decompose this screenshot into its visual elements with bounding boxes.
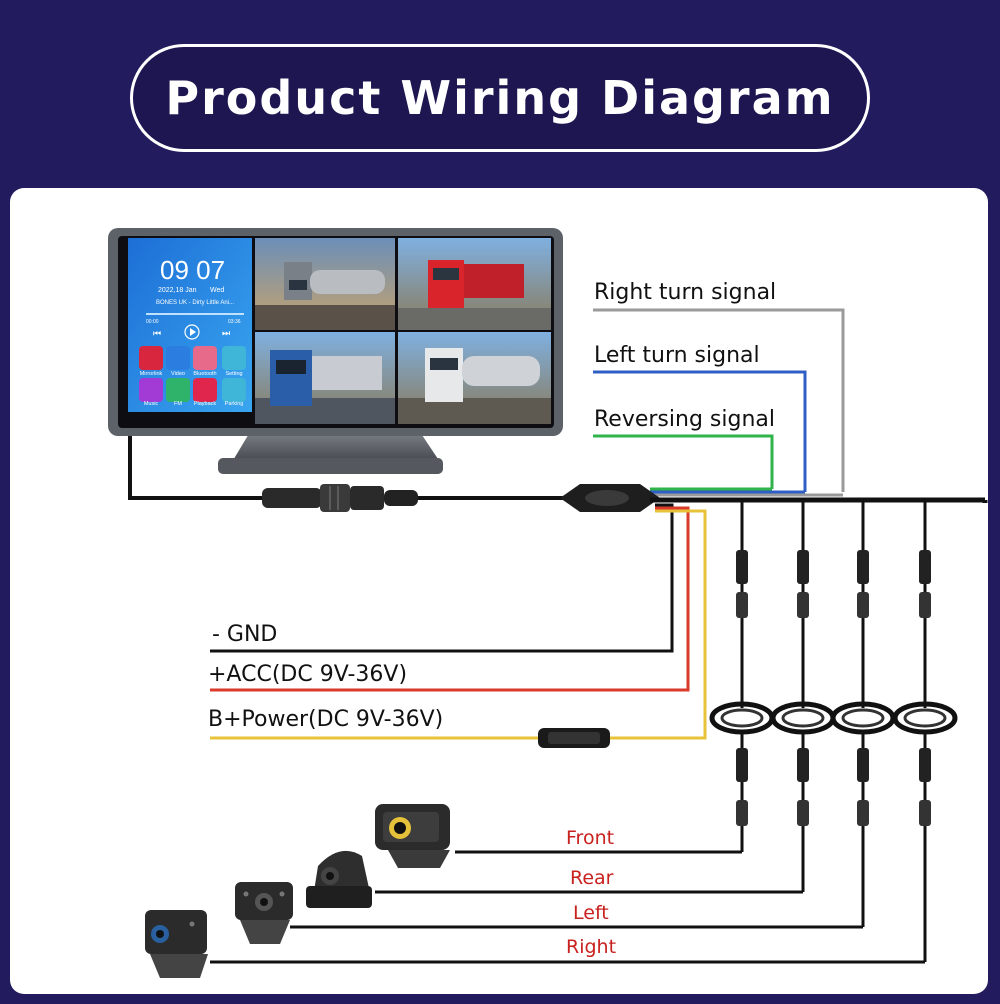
monitor: 09 07 2022,18 Jan Wed BONES UK - Dirty L… bbox=[108, 228, 563, 474]
splitter-box bbox=[560, 484, 660, 512]
app-tile-bluetooth bbox=[193, 346, 217, 370]
app-tile-parking bbox=[222, 378, 246, 402]
left-camera-icon bbox=[235, 882, 293, 944]
monitor-connector bbox=[262, 484, 418, 512]
play-icon bbox=[184, 324, 200, 340]
left-turn-wire bbox=[593, 370, 807, 492]
front-camera-icon bbox=[375, 804, 450, 868]
camera-feed-3 bbox=[255, 332, 395, 424]
app-tile-mirrorlink bbox=[139, 346, 163, 370]
rear-camera-label: Rear bbox=[570, 867, 614, 889]
camera-feed-2 bbox=[398, 238, 551, 330]
progress-bar bbox=[146, 313, 244, 315]
branch-rear bbox=[770, 500, 836, 892]
weekday-text: Wed bbox=[210, 287, 224, 294]
branch-right bbox=[892, 498, 985, 962]
app-grid: Mirrorlink Video Bluetooth Setting Music… bbox=[139, 346, 246, 407]
right-camera-icon bbox=[145, 910, 208, 978]
prev-track-icon: ⏮ bbox=[153, 328, 161, 338]
main-cable bbox=[128, 436, 660, 512]
app-label-music: Music bbox=[144, 401, 159, 407]
page-title: Product Wiring Diagram bbox=[165, 71, 835, 125]
app-tile-music bbox=[139, 378, 163, 402]
app-label-mirrorlink: Mirrorlink bbox=[140, 371, 163, 377]
right-camera-label: Right bbox=[566, 936, 616, 958]
app-label-setting: Setting bbox=[225, 371, 242, 377]
right-turn-signal-label: Right turn signal bbox=[594, 280, 776, 305]
app-tile-playback bbox=[193, 378, 217, 402]
rear-camera-icon bbox=[306, 850, 372, 908]
branch-front bbox=[709, 500, 775, 852]
front-camera-label: Front bbox=[566, 827, 614, 849]
reversing-signal-label: Reversing signal bbox=[594, 407, 775, 432]
app-tile-video bbox=[166, 346, 190, 370]
left-camera-label: Left bbox=[573, 902, 609, 924]
clock-text: 09 07 bbox=[160, 255, 225, 285]
app-label-playback: Playback bbox=[194, 401, 217, 407]
bplus-label: B+Power(DC 9V-36V) bbox=[208, 707, 443, 732]
power-wires: - GND +ACC(DC 9V-36V) B+Power(DC 9V-36V) bbox=[208, 503, 707, 748]
camera-feed-4 bbox=[398, 332, 551, 424]
app-label-parking: Parking bbox=[225, 401, 244, 407]
acc-wire bbox=[210, 506, 690, 692]
app-label-video: Video bbox=[171, 371, 185, 377]
app-label-fm: FM bbox=[174, 401, 182, 407]
title-banner: Product Wiring Diagram bbox=[130, 44, 870, 152]
elapsed-text: 00:00 bbox=[146, 319, 159, 325]
app-tile-setting bbox=[222, 346, 246, 370]
bplus-wire bbox=[610, 509, 707, 740]
app-tile-fm bbox=[166, 378, 190, 402]
monitor-base bbox=[218, 458, 443, 474]
date-text: 2022,18 Jan bbox=[158, 287, 197, 294]
gnd-label: - GND bbox=[212, 622, 277, 647]
camera-branches: Front Rear Left Right bbox=[210, 497, 988, 964]
app-label-bluetooth: Bluetooth bbox=[193, 371, 216, 377]
right-turn-wire bbox=[593, 308, 845, 492]
song-text: BONES UK - Dirty Little Ani... bbox=[156, 300, 234, 306]
fuse-holder bbox=[538, 728, 610, 748]
left-turn-signal-label: Left turn signal bbox=[594, 343, 760, 368]
signal-wires: Right turn signal Left turn signal Rever… bbox=[593, 280, 845, 497]
next-track-icon: ⏭ bbox=[222, 328, 230, 338]
branch-left bbox=[830, 500, 896, 927]
monitor-stand bbox=[232, 432, 440, 462]
duration-text: 03:36 bbox=[228, 319, 241, 325]
acc-label: +ACC(DC 9V-36V) bbox=[208, 662, 407, 687]
camera-feed-1 bbox=[255, 238, 395, 330]
reversing-wire bbox=[593, 434, 774, 489]
gnd-wire bbox=[210, 503, 674, 653]
